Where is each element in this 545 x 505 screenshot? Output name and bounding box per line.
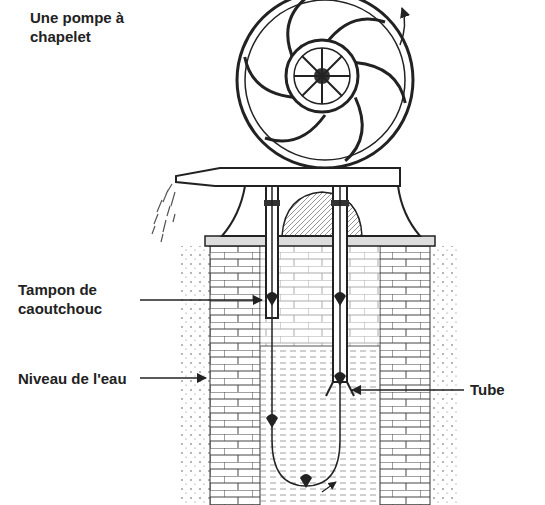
sprocket-wheel [286, 40, 358, 112]
leader-arrow [140, 377, 206, 379]
brick-wall [210, 246, 260, 505]
platform [205, 236, 435, 246]
pump-stand [222, 186, 420, 236]
trough [176, 168, 400, 186]
water [260, 346, 380, 505]
part-label: Tube [470, 380, 540, 399]
soil [430, 246, 460, 505]
brick-wall [380, 246, 430, 505]
diagram-title: Une pompe à chapelet [30, 8, 140, 46]
soil [180, 246, 210, 505]
leader-arrow [140, 299, 262, 301]
stand-arch [282, 192, 362, 236]
rubber-plugs [266, 292, 346, 488]
drive-wheel [237, 0, 413, 168]
part-label: Niveau de l'eau [18, 369, 143, 388]
flow-arrow [322, 482, 336, 492]
chain [272, 186, 340, 486]
water-surface [260, 346, 380, 347]
leader-arrow [352, 389, 464, 391]
part-label: Tampon de caoutchouc [18, 280, 138, 318]
rotation-arrow [400, 8, 405, 45]
water-spray [152, 184, 175, 242]
